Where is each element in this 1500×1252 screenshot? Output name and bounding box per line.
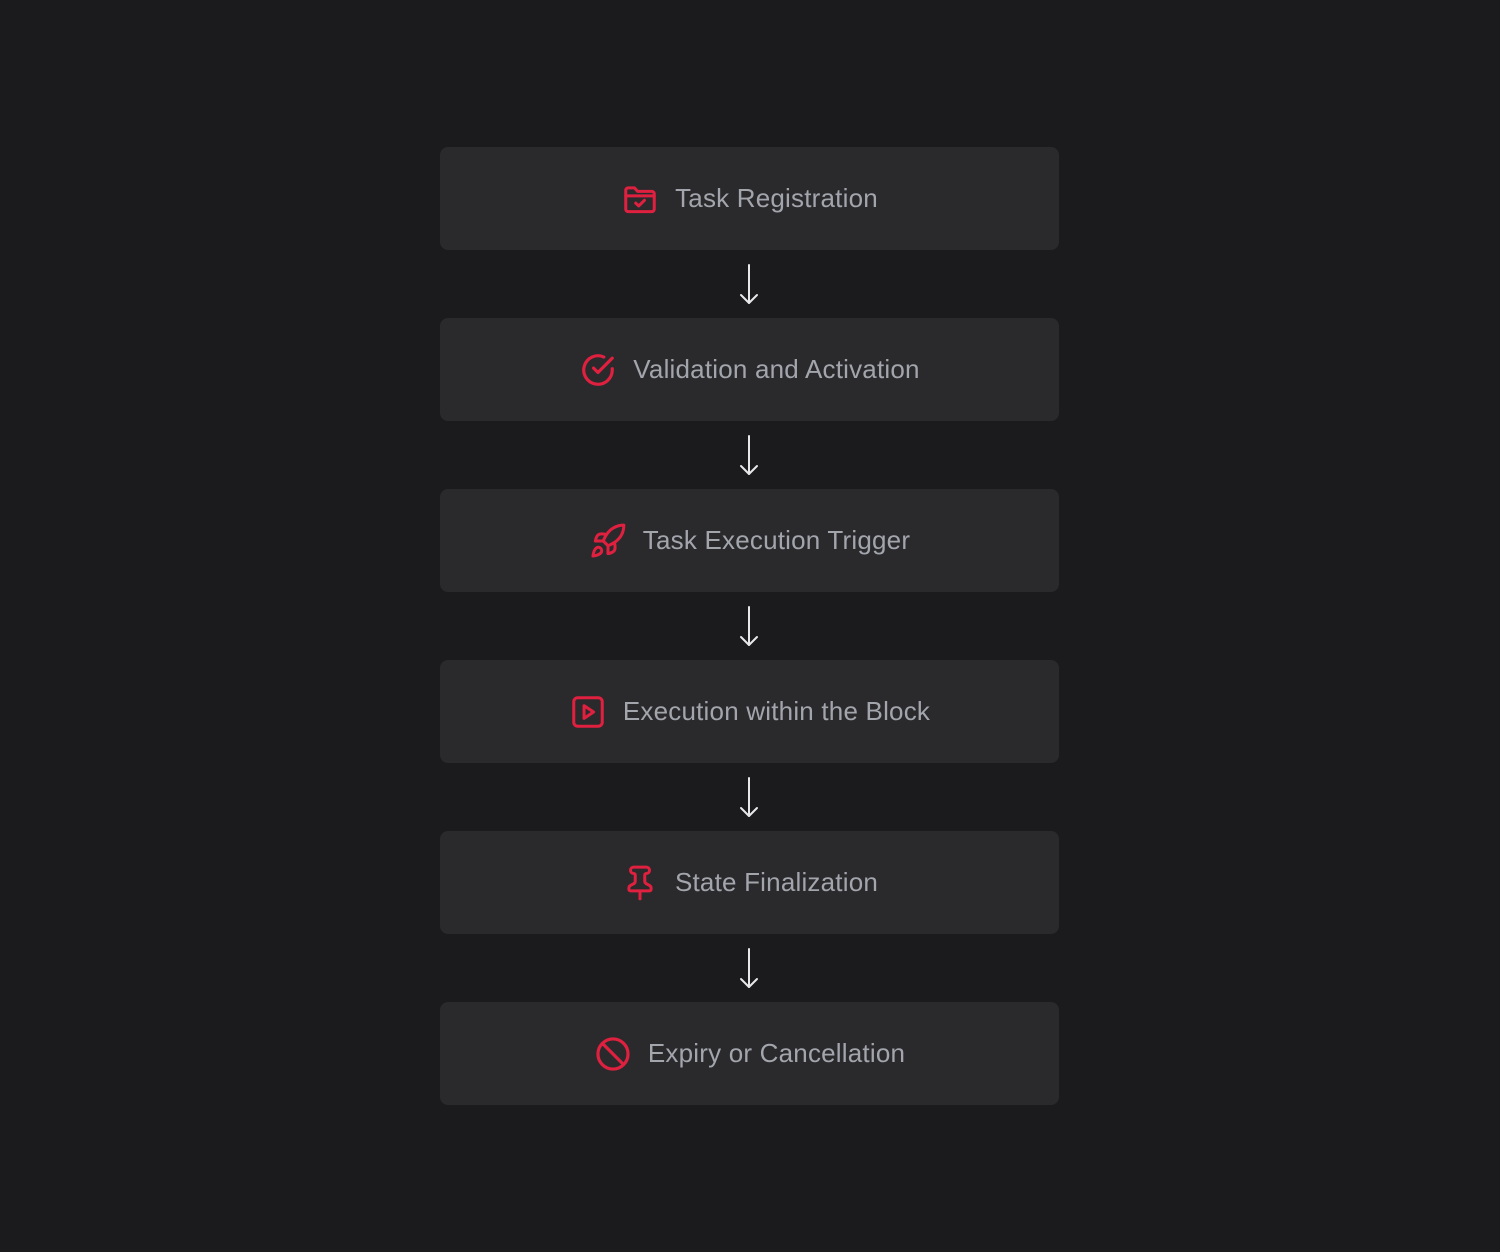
step-expiry-or-cancellation: Expiry or Cancellation [440, 1002, 1059, 1105]
step-label: Execution within the Block [622, 696, 931, 726]
step-execution-within-the-block: Execution within the Block [440, 660, 1059, 763]
folder-check-icon [621, 180, 659, 218]
circle-check-icon [579, 351, 617, 389]
arrow-down-icon [736, 434, 762, 478]
step-label: Task Registration [675, 183, 878, 213]
arrow-down-icon [736, 605, 762, 649]
ban-icon [594, 1035, 632, 1073]
step-label: State Finalization [674, 867, 879, 897]
rocket-icon [589, 522, 627, 560]
pin-icon [621, 864, 659, 902]
arrow-down-icon [736, 776, 762, 820]
step-label: Validation and Activation [633, 354, 920, 384]
step-task-registration: Task Registration [440, 147, 1059, 250]
step-label: Task Execution Trigger [642, 525, 911, 555]
arrow-down-icon [736, 947, 762, 991]
arrow-down-icon [736, 263, 762, 307]
step-task-execution-trigger: Task Execution Trigger [440, 489, 1059, 592]
step-validation-and-activation: Validation and Activation [440, 318, 1059, 421]
play-square-icon [569, 693, 607, 731]
step-label: Expiry or Cancellation [647, 1038, 906, 1068]
step-state-finalization: State Finalization [440, 831, 1059, 934]
